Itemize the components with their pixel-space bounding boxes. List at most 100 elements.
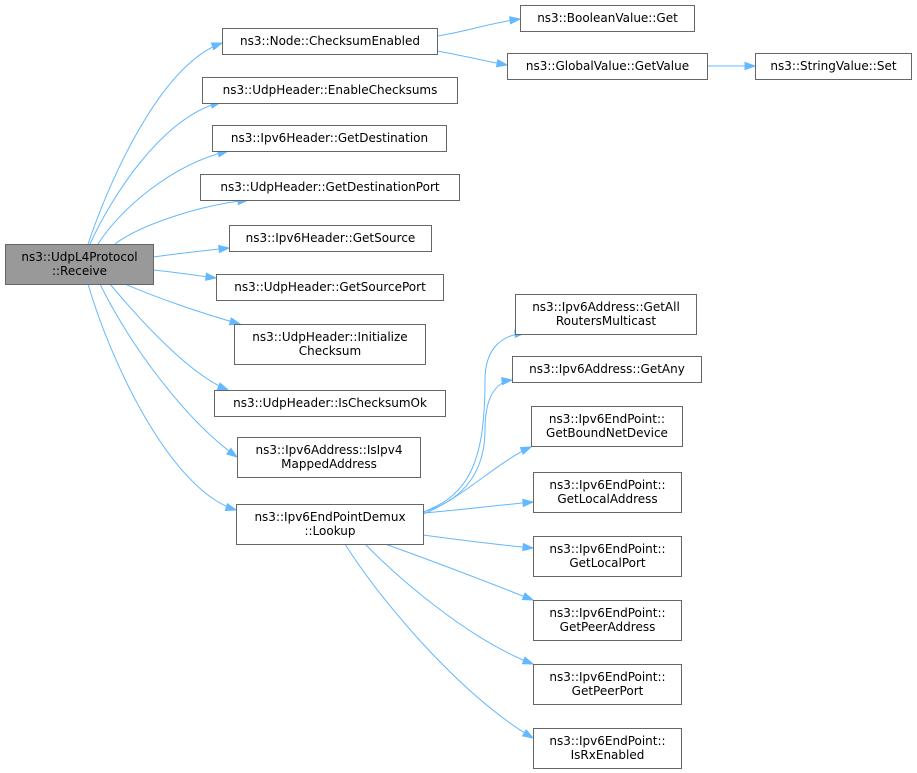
edge-line [109, 283, 229, 391]
node-box [507, 53, 708, 80]
edge-receive-to-checksum_enabled [87, 42, 224, 245]
arrowhead-icon [216, 382, 230, 391]
edge-line [422, 534, 534, 549]
node-box [533, 536, 682, 577]
edge-lookup-to-get_all_routers [422, 329, 527, 513]
node-boolean-get[interactable]: ns3::BooleanValue::Get [520, 5, 695, 32]
node-get-bound-net-device[interactable]: ns3::Ipv6EndPoint::GetBoundNetDevice [531, 406, 683, 447]
node-label: ns3::Ipv6Address::GetAll [532, 300, 680, 314]
edge-line [114, 199, 249, 245]
edge-line [87, 42, 223, 245]
node-label: ns3::UdpHeader::GetDestinationPort [220, 180, 439, 194]
edge-line [97, 150, 229, 245]
node-get-any[interactable]: ns3::Ipv6Address::GetAny [512, 356, 702, 383]
arrowhead-icon [210, 42, 224, 51]
node-box [512, 356, 702, 383]
node-box [214, 390, 446, 417]
node-label: GetPeerPort [572, 684, 644, 698]
node-box [234, 324, 426, 365]
edges [87, 16, 757, 739]
node-receive[interactable]: ns3::UdpL4Protocol::Receive [5, 244, 154, 285]
node-is-checksum-ok[interactable]: ns3::UdpHeader::IsChecksumOk [214, 390, 446, 417]
arrowhead-icon [218, 244, 231, 254]
node-label: ns3::UdpHeader::IsChecksumOk [233, 396, 427, 410]
edge-receive-to-ipv6_get_source [152, 244, 231, 258]
node-enable-checksums[interactable]: ns3::UdpHeader::EnableChecksums [202, 77, 458, 104]
edge-receive-to-udp_get_source_port [152, 269, 218, 281]
node-get-peer-port[interactable]: ns3::Ipv6EndPoint::GetPeerPort [533, 664, 682, 705]
arrowhead-icon [224, 502, 238, 511]
node-global-get[interactable]: ns3::GlobalValue::GetValue [507, 53, 708, 80]
node-get-local-address[interactable]: ns3::Ipv6EndPoint::GetLocalAddress [533, 472, 682, 513]
node-label: ns3::Ipv6EndPoint:: [549, 734, 665, 748]
node-label: ns3::Ipv6EndPoint:: [549, 606, 665, 620]
node-label: ns3::Ipv6EndPoint:: [549, 478, 665, 492]
node-label: ns3::UdpHeader::GetSourcePort [234, 280, 426, 294]
node-label: ns3::BooleanValue::Get [537, 11, 678, 25]
node-udp-get-destination-port[interactable]: ns3::UdpHeader::GetDestinationPort [200, 174, 460, 201]
edge-line [344, 543, 534, 739]
node-label: ns3::Ipv6Address::GetAny [529, 362, 685, 376]
edge-receive-to-udp_get_destination_port [114, 196, 250, 245]
node-ipv6-get-source[interactable]: ns3::Ipv6Header::GetSource [229, 225, 432, 252]
edge-line [422, 332, 526, 513]
node-box [755, 53, 912, 80]
node-lookup[interactable]: ns3::Ipv6EndPointDemux::Lookup [236, 504, 424, 545]
node-box [531, 406, 683, 447]
edge-receive-to-is_checksum_ok [109, 283, 230, 391]
node-label: GetPeerAddress [560, 620, 656, 634]
node-get-local-port[interactable]: ns3::Ipv6EndPoint::GetLocalPort [533, 536, 682, 577]
node-box [200, 174, 460, 201]
node-box [229, 225, 432, 252]
edge-lookup-to-get_peer_address [384, 543, 535, 601]
node-string-set[interactable]: ns3::StringValue::Set [755, 53, 912, 80]
node-label: ns3::GlobalValue::GetValue [526, 59, 689, 73]
node-box [222, 28, 438, 55]
edge-line [436, 18, 521, 37]
node-box [236, 504, 424, 545]
node-box [212, 125, 447, 152]
edge-line [152, 247, 230, 258]
node-label: ns3::UdpL4Protocol [21, 250, 137, 264]
node-label: ns3::Ipv6Header::GetSource [246, 231, 416, 245]
edge-checksum_enabled-to-boolean_get [436, 16, 522, 37]
node-box [216, 274, 444, 301]
edge-global_get-to-string_set [707, 61, 757, 71]
edge-line [384, 543, 534, 601]
node-is-rx-enabled[interactable]: ns3::Ipv6EndPoint::IsRxEnabled [533, 728, 682, 769]
edge-line [364, 543, 534, 665]
edge-lookup-to-get_peer_port [364, 543, 535, 665]
node-label: ns3::UdpHeader::EnableChecksums [223, 83, 438, 97]
node-box [202, 77, 458, 104]
node-checksum-enabled[interactable]: ns3::Node::ChecksumEnabled [222, 28, 438, 55]
node-label: ns3::Ipv6EndPointDemux [254, 510, 405, 524]
node-get-peer-address[interactable]: ns3::Ipv6EndPoint::GetPeerAddress [533, 600, 682, 641]
node-udp-get-source-port[interactable]: ns3::UdpHeader::GetSourcePort [216, 274, 444, 301]
arrowhead-icon [501, 377, 514, 386]
node-box [533, 728, 682, 769]
node-label: ns3::Ipv6Header::GetDestination [231, 131, 428, 145]
node-label: GetBoundNetDevice [546, 426, 668, 440]
node-box [533, 664, 682, 705]
edge-receive-to-is_ipv4_mapped [99, 283, 239, 458]
node-label: ns3::Node::ChecksumEnabled [240, 34, 420, 48]
arrowhead-icon [521, 656, 535, 665]
arrowhead-icon [522, 542, 535, 552]
node-ipv6-get-destination[interactable]: ns3::Ipv6Header::GetDestination [212, 125, 447, 152]
edge-checksum_enabled-to-global_get [436, 50, 509, 68]
node-label: ns3::UdpHeader::Initialize [252, 330, 407, 344]
arrowhead-icon [228, 317, 242, 326]
arrowhead-icon [226, 447, 239, 458]
edge-lookup-to-is_rx_enabled [344, 543, 535, 739]
edge-lookup-to-get_local_port [422, 534, 535, 552]
node-box [5, 244, 154, 285]
node-label: ns3::Ipv6EndPoint:: [549, 412, 665, 426]
arrowhead-icon [495, 59, 509, 68]
node-box [533, 472, 682, 513]
node-label: MappedAddress [281, 457, 377, 471]
arrowhead-icon [521, 592, 535, 601]
arrowhead-icon [205, 272, 218, 281]
